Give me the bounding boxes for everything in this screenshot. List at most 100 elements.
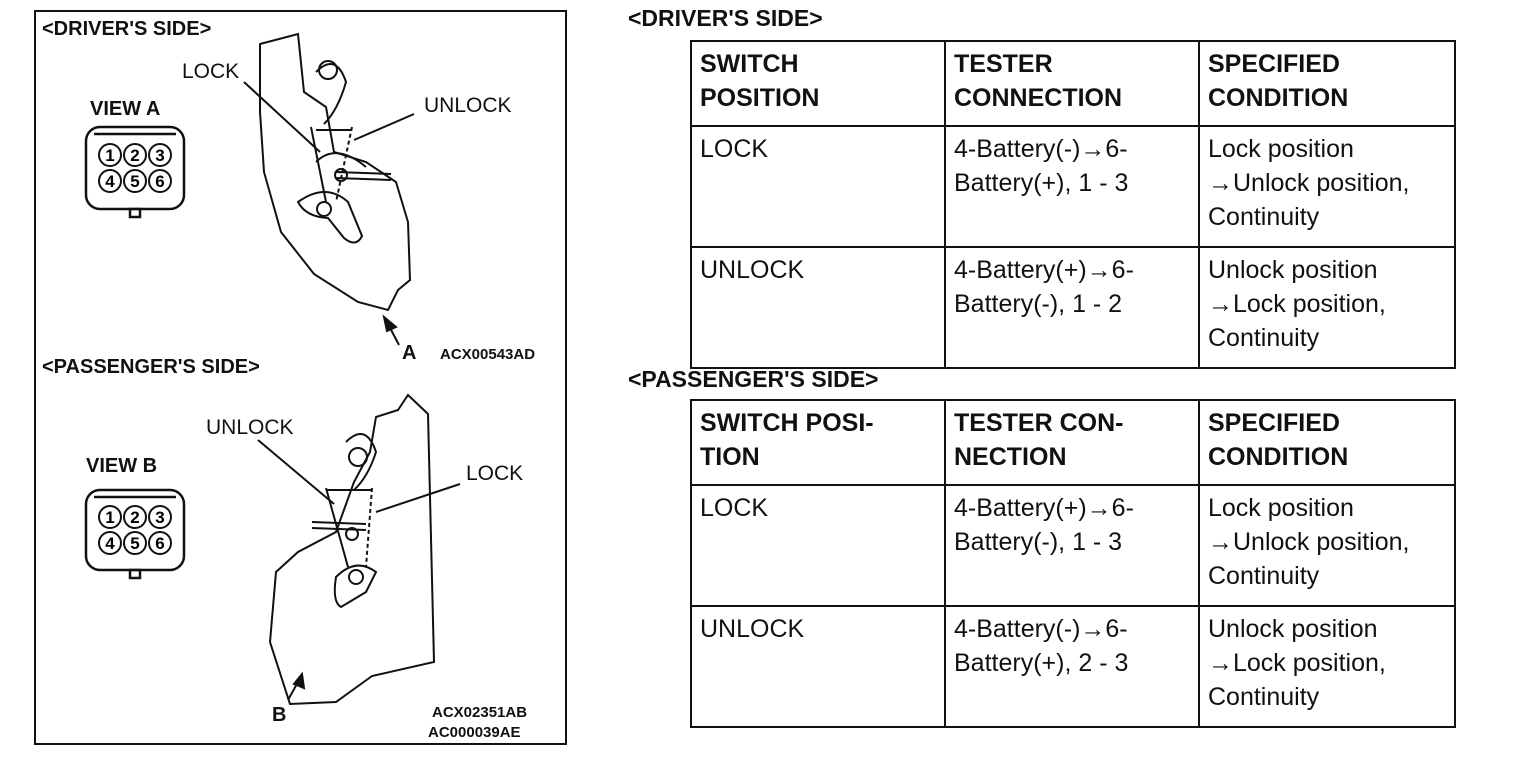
connector-pin <box>148 169 172 193</box>
table-cell: 4-Battery(-)→6- Battery(+), 2 - 3 <box>944 605 1200 728</box>
table-row: LOCK 4-Battery(-)→6- Battery(+), 1 - 3 Lock… <box>690 125 1456 248</box>
column-header: TESTER CONNECTION <box>944 40 1200 127</box>
cell-line: →Lock position, <box>1208 649 1386 677</box>
cell-line: SWITCH POSI- <box>700 409 874 437</box>
arrow-b-label: B <box>272 704 287 726</box>
view-b-label: VIEW B <box>86 455 158 477</box>
driver-lock-label: LOCK <box>182 60 240 83</box>
cell-line: 4-Battery(-)→6- <box>954 135 1128 163</box>
connector-pin <box>123 143 147 167</box>
connector-pin <box>123 505 147 529</box>
cell-line: TION <box>700 443 760 471</box>
cell-line: 4-Battery(-)→6- <box>954 615 1128 643</box>
driver-unlock-label: UNLOCK <box>424 94 512 117</box>
cell-line: UNLOCK <box>700 256 805 284</box>
figure-code-b2: AC000039AE <box>428 724 521 741</box>
table-cell: Lock position →Unlock position, Continuity <box>1198 125 1456 248</box>
connector-pin <box>98 169 122 193</box>
view-a-label: VIEW A <box>90 98 161 120</box>
cell-line: 4-Battery(+)→6- <box>954 494 1134 522</box>
figure-code-b1: ACX02351AB <box>432 704 528 721</box>
passenger-lock-label: LOCK <box>466 462 524 485</box>
cell-line: UNLOCK <box>700 615 805 643</box>
connector-pin-number: 5 <box>130 172 139 191</box>
cell-line: LOCK <box>700 135 769 163</box>
cell-line: CONNECTION <box>954 84 1123 112</box>
table-cell: LOCK <box>690 484 946 607</box>
connector-pin-number: 6 <box>155 534 164 553</box>
cell-line: Lock position <box>1208 135 1354 163</box>
table-row: LOCK 4-Battery(+)→6- Battery(-), 1 - 3 Lock… <box>690 484 1456 607</box>
connector-pin-number: 5 <box>130 534 139 553</box>
cell-line: TESTER <box>954 50 1053 78</box>
table-cell: 4-Battery(+)→6- Battery(-), 1 - 3 <box>944 484 1200 607</box>
column-header: SWITCH POSITION <box>690 40 946 127</box>
cell-line: CONDITION <box>1208 443 1349 471</box>
table-cell: 4-Battery(-)→6- Battery(+), 1 - 3 <box>944 125 1200 248</box>
connector-pin <box>98 143 122 167</box>
connector-pin-number: 3 <box>155 508 164 527</box>
connector-pin-number: 2 <box>130 508 139 527</box>
connector-pin-number: 6 <box>155 172 164 191</box>
column-header: SPECIFIED CONDITION <box>1198 399 1456 486</box>
table-header-row: SWITCH POSI- TION TESTER CON- NECTION SPECIF… <box>690 399 1456 486</box>
cell-line: Battery(-), 1 - 3 <box>954 528 1123 556</box>
table-cell: LOCK <box>690 125 946 248</box>
table-cell: Unlock position →Lock position, Continuity <box>1198 246 1456 369</box>
cell-line: TESTER CON- <box>954 409 1124 437</box>
table-cell: 4-Battery(+)→6-Battery(-), 1 - 2 <box>944 246 1200 369</box>
cell-line: Continuity <box>1208 203 1320 231</box>
cell-line: Continuity <box>1208 562 1320 590</box>
cell-line: Unlock position <box>1208 615 1378 643</box>
cell-line: SPECIFIED <box>1208 409 1340 437</box>
connector-pin-number: 1 <box>105 146 114 165</box>
passenger-side-table-title: <PASSENGER'S SIDE> <box>628 366 879 392</box>
connector-pin-number: 1 <box>105 508 114 527</box>
table-cell: UNLOCK <box>690 246 946 369</box>
column-header: TESTER CON- NECTION <box>944 399 1200 486</box>
cell-line: POSITION <box>700 84 820 112</box>
passenger-unlock-label: UNLOCK <box>206 416 294 439</box>
cell-line: →Lock position, <box>1208 290 1386 318</box>
table-cell: UNLOCK <box>690 605 946 728</box>
driver-side-table-title: <DRIVER'S SIDE> <box>628 5 823 31</box>
cell-line: CONDITION <box>1208 84 1349 112</box>
passenger-side-figure-header: <PASSENGER'S SIDE> <box>42 356 260 378</box>
connector-pin-number: 3 <box>155 146 164 165</box>
table-row: UNLOCK 4-Battery(-)→6- Battery(+), 2 - 3 Un… <box>690 605 1456 728</box>
connector-pin-number: 2 <box>130 146 139 165</box>
connector-pin <box>98 531 122 555</box>
figure-code-a: ACX00543AD <box>440 346 536 363</box>
cell-line: →Unlock position, <box>1208 169 1410 197</box>
cell-line: Unlock position <box>1208 256 1378 284</box>
cell-line: SWITCH <box>700 50 799 78</box>
connector-pin-number: 4 <box>105 534 115 553</box>
arrow-a-label: A <box>402 342 417 364</box>
cell-line: NECTION <box>954 443 1067 471</box>
driver-side-figure-header: <DRIVER'S SIDE> <box>42 18 212 40</box>
connector-pin <box>148 531 172 555</box>
cell-line: Battery(+), 1 - 3 <box>954 169 1129 197</box>
cell-line: Battery(+), 2 - 3 <box>954 649 1129 677</box>
door-lock-illustration <box>84 32 461 706</box>
cell-line: Continuity <box>1208 324 1320 352</box>
connector-pin <box>148 505 172 529</box>
cell-line: LOCK <box>700 494 769 522</box>
cell-line: Lock position <box>1208 494 1354 522</box>
connector-pin <box>123 531 147 555</box>
cell-line: →Unlock position, <box>1208 528 1410 556</box>
connector-pin <box>98 505 122 529</box>
cell-line: 4-Battery(+)→6- <box>954 256 1134 284</box>
connector-pin <box>123 169 147 193</box>
table-cell: Lock position →Unlock position, Continuity <box>1198 484 1456 607</box>
connector-pin <box>148 143 172 167</box>
connector-pin-number: 4 <box>105 172 115 191</box>
cell-line: Continuity <box>1208 683 1320 711</box>
column-header: SWITCH POSI- TION <box>690 399 946 486</box>
table-cell: Unlock position →Lock position, Continuity <box>1198 605 1456 728</box>
